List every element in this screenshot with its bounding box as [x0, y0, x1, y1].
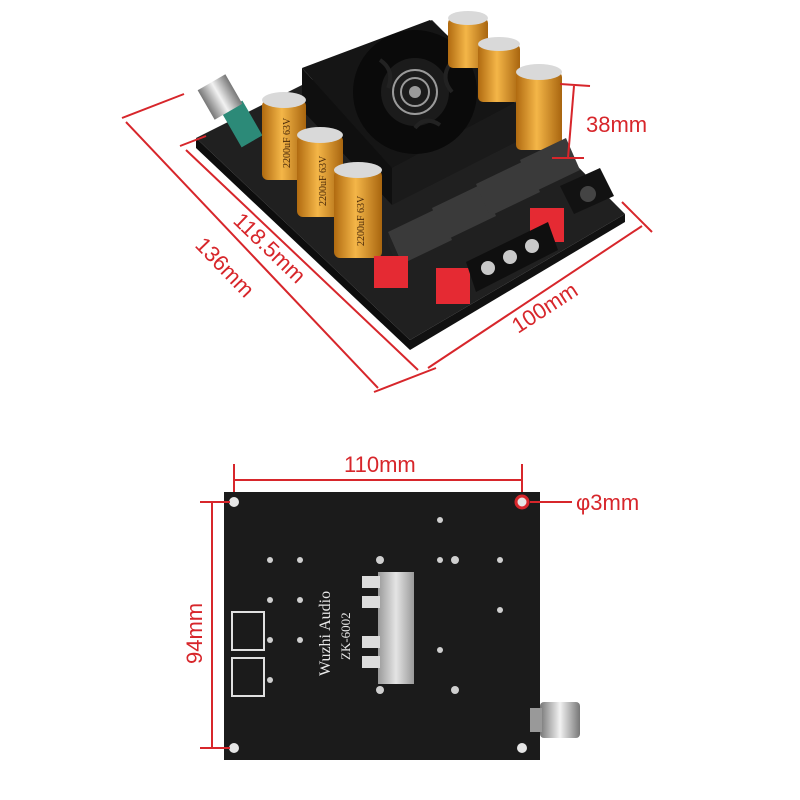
- speaker-terminal-block: [466, 222, 558, 292]
- board-back-view: Wuzhi Audio ZK-6002: [224, 492, 580, 760]
- dimension-back-width-label: 110mm: [344, 452, 416, 477]
- back-volume-knob: [530, 702, 580, 738]
- solder-pads: [267, 517, 503, 694]
- power-jack: [560, 168, 614, 214]
- dimension-back-height-label: 94mm: [182, 603, 207, 664]
- board-3d-view: 2200uF 63V 2200uF 63V 2200uF 63V: [196, 11, 625, 350]
- capacitor-group-left: 2200uF 63V 2200uF 63V 2200uF 63V: [262, 92, 382, 258]
- inductor-row: [388, 138, 580, 276]
- capacitor-group-right: [448, 11, 562, 150]
- capacitor-label: 2200uF 63V: [318, 155, 329, 206]
- bottom-dimension-lines: [200, 464, 572, 749]
- dimension-hole-label: φ3mm: [576, 490, 639, 515]
- capacitor-label: 2200uF 63V: [282, 117, 293, 168]
- mounting-hole-highlight: [514, 494, 530, 510]
- model-silkscreen: ZK-6002: [338, 612, 353, 660]
- volume-knob: [197, 74, 263, 148]
- speaker-symbols: [231, 611, 265, 697]
- heatsink-plate: [362, 572, 414, 684]
- pcb-edge: [196, 138, 410, 350]
- top-dimension-lines: [121, 83, 653, 393]
- capacitor-label: 2200uF 63V: [356, 195, 367, 246]
- dimension-height-label: 38mm: [586, 112, 647, 137]
- brand-silkscreen: Wuzhi Audio: [317, 591, 334, 676]
